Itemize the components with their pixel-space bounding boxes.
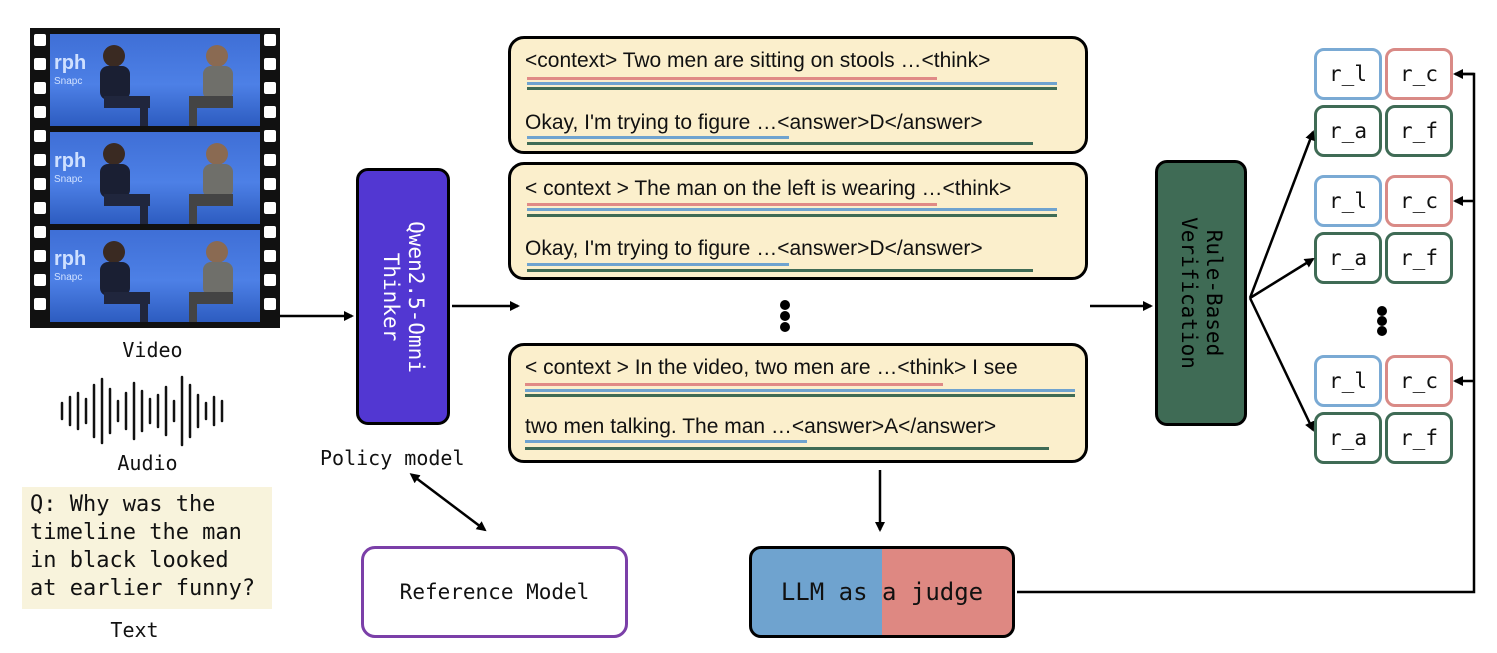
llm-judge-box: LLM as a judge [749,546,1015,638]
reward-format: r_f [1385,412,1453,464]
reward-accuracy: r_a [1314,232,1382,284]
ellipsis-dot [1377,326,1387,336]
response-card: < context > The man on the left is weari… [508,162,1088,280]
audio-waveform-icon [60,375,224,447]
policy-model-caption: Policy model [320,446,465,470]
ellipsis-dot [780,322,790,332]
reward-accuracy: r_a [1314,412,1382,464]
reward-length: r_l [1314,355,1382,407]
response-context-line: < context > The man on the left is weari… [525,177,1012,200]
reward-length: r_l [1314,48,1382,100]
ellipsis-dot [780,311,790,321]
reward-format: r_f [1385,105,1453,157]
video-label: Video [122,338,183,362]
response-answer-line: two men talking. The man …<answer>A</ans… [525,415,997,438]
ellipsis-dot [1377,306,1387,316]
response-answer-line: Okay, I'm trying to figure …<answer>D</a… [525,237,983,260]
rule-based-verification-box: Rule-Based Verification [1155,160,1247,426]
reward-context: r_c [1385,48,1453,100]
reward-length: r_l [1314,175,1382,227]
question-text: Q: Why was the timeline the man in black… [22,487,272,609]
response-context-line: <context> Two men are sitting on stools … [525,49,991,72]
response-answer-line: Okay, I'm trying to figure …<answer>D</a… [525,111,983,134]
llm-judge-label: LLM as a judge [780,578,984,606]
reference-model-box: Reference Model [361,546,628,638]
audio-label: Audio [117,451,178,475]
reference-model-label: Reference Model [399,580,590,604]
policy-model-box: Qwen2.5-Omni Thinker [356,168,450,425]
response-context-line: < context > In the video, two men are …<… [525,356,1018,379]
reward-context: r_c [1385,175,1453,227]
response-card: <context> Two men are sitting on stools … [508,36,1088,154]
reward-accuracy: r_a [1314,105,1382,157]
reward-format: r_f [1385,232,1453,284]
text-label: Text [110,618,159,642]
reward-context: r_c [1385,355,1453,407]
ellipsis-dot [780,300,790,310]
ellipsis-dot [1377,316,1387,326]
response-card: < context > In the video, two men are …<… [508,343,1088,463]
